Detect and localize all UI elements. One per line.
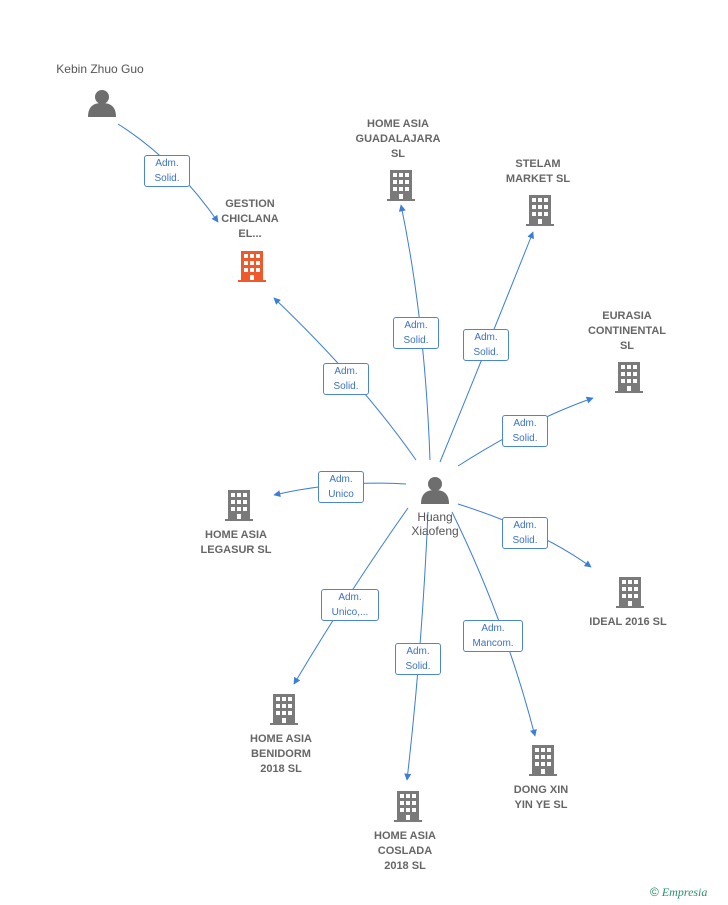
company-benidorm-label[interactable]: HOME ASIA BENIDORM 2018 SL	[250, 733, 312, 775]
edge-label-huang-coslada[interactable]: Adm. Solid.	[395, 643, 441, 675]
edge-label-huang-legasur[interactable]: Adm. Unico	[318, 471, 364, 503]
person-name-kebin[interactable]: Kebin Zhuo Guo	[56, 62, 144, 76]
company-coslada-label[interactable]: HOME ASIA COSLADA 2018 SL	[374, 830, 436, 872]
edge-label-huang-eurasia[interactable]: Adm. Solid.	[502, 415, 548, 447]
edge-label-huang-gestion[interactable]: Adm. Solid.	[323, 363, 369, 395]
company-stelam-label[interactable]: STELAM MARKET SL	[505, 158, 571, 185]
copyright-icon: ©	[650, 885, 659, 899]
building-icon[interactable]	[225, 490, 253, 521]
company-eurasia-label[interactable]: EURASIA CONTINENTAL SL	[587, 310, 666, 352]
building-icon[interactable]	[529, 745, 557, 776]
building-icon[interactable]	[270, 694, 298, 725]
person-icon[interactable]	[421, 477, 449, 504]
building-icon[interactable]	[526, 195, 554, 226]
company-ideal-label[interactable]: IDEAL 2016 SL	[589, 616, 667, 628]
edge-label-huang-dongxin[interactable]: Adm. Mancom.	[463, 620, 523, 652]
edge-label-kebin-gestion[interactable]: Adm. Solid.	[144, 155, 190, 187]
brand-name: Empresia	[661, 885, 708, 899]
building-icon[interactable]	[616, 577, 644, 608]
edge-label-huang-benidorm[interactable]: Adm. Unico,...	[321, 589, 379, 621]
company-dongxin-label[interactable]: DONG XIN YIN YE SL	[513, 784, 569, 811]
edge-label-huang-stelam[interactable]: Adm. Solid.	[463, 329, 509, 361]
building-icon[interactable]	[615, 362, 643, 393]
company-legasur-label[interactable]: HOME ASIA LEGASUR SL	[200, 529, 272, 556]
building-icon[interactable]	[394, 791, 422, 822]
company-guadalajara-label[interactable]: HOME ASIA GUADALAJARA SL	[355, 118, 441, 160]
company-gestion-label[interactable]: GESTION CHICLANA EL...	[221, 198, 279, 240]
person-icon[interactable]	[88, 90, 116, 117]
person-name-huang[interactable]: Huang Xiaofeng	[411, 510, 459, 538]
edge-label-huang-ideal[interactable]: Adm. Solid.	[502, 517, 548, 549]
building-icon[interactable]	[387, 170, 415, 201]
building-icon[interactable]	[238, 251, 266, 282]
edge-label-huang-guadalajara[interactable]: Adm. Solid.	[393, 317, 439, 349]
footer-brand: © Empresia	[650, 885, 707, 900]
